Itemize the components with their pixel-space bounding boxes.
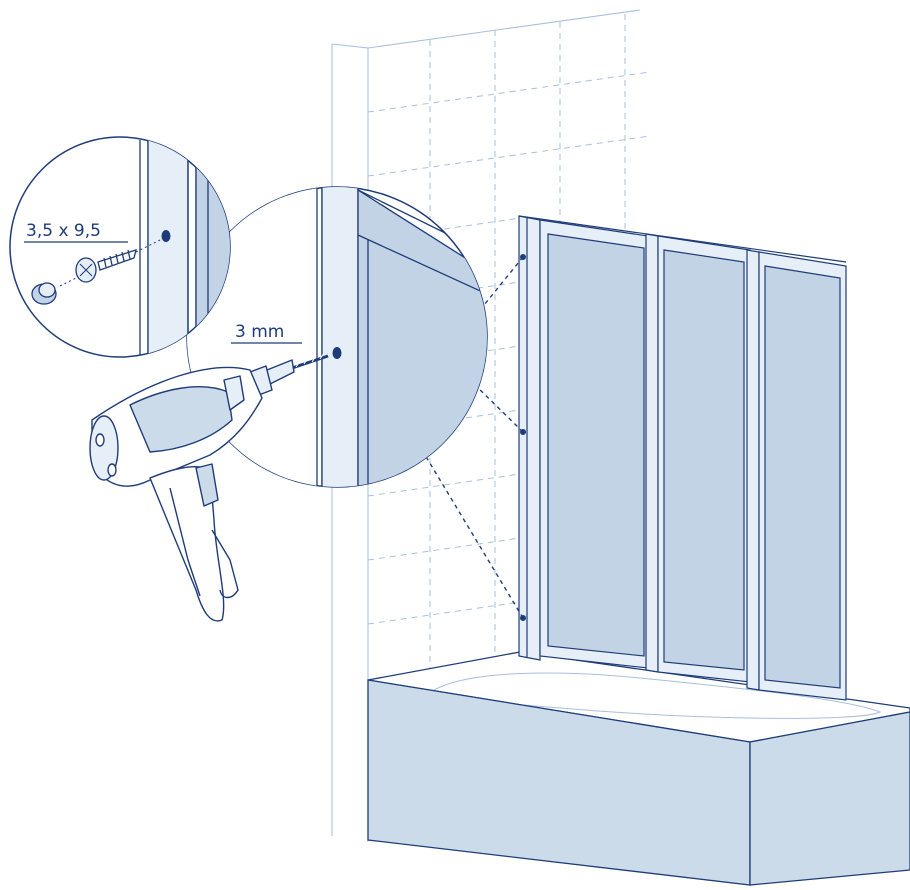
hinge-1	[645, 233, 659, 673]
screw-size-label: 3,5 x 9,5	[26, 221, 101, 241]
screw-detail: 3,5 x 9,5	[9, 136, 231, 358]
drill-hole	[332, 347, 342, 359]
bathtub	[367, 651, 910, 886]
shower-screen	[518, 215, 847, 701]
drill-bit-size-label: 3 mm	[235, 322, 284, 342]
wall-profile	[518, 215, 541, 661]
wall-hole	[161, 230, 171, 242]
drilling-detail: 3 mm	[186, 186, 488, 488]
screw-icon	[75, 249, 137, 283]
cover-cap-icon	[31, 282, 57, 305]
bathtub-side	[749, 711, 910, 886]
leader-lines	[424, 256, 524, 619]
power-drill-icon	[89, 359, 295, 622]
drill-bit	[291, 354, 329, 370]
hinge-2	[746, 249, 760, 691]
